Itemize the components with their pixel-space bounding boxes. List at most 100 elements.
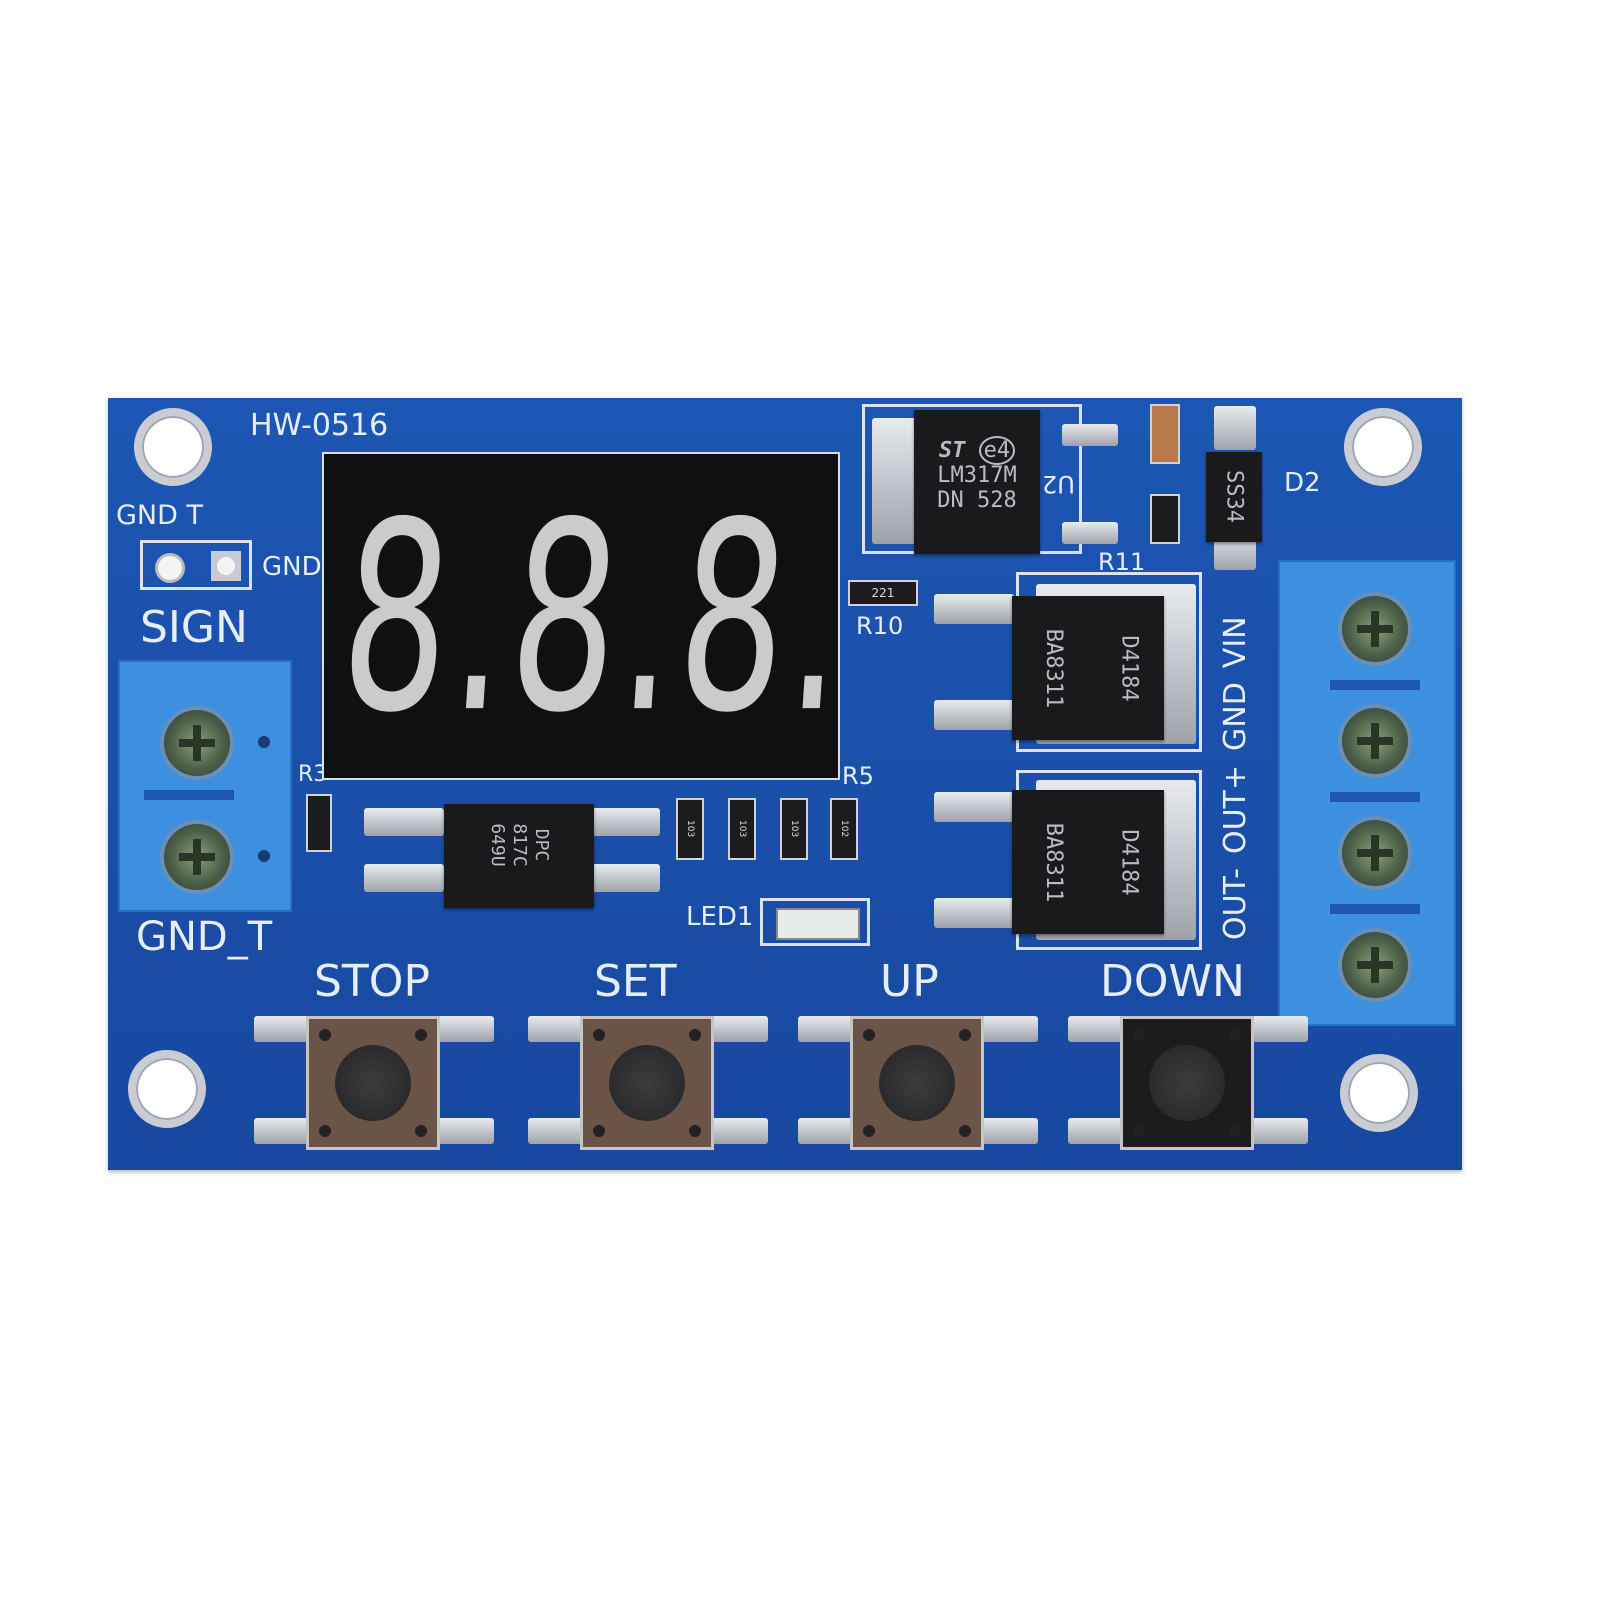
r11-label: R11 [1098,548,1146,576]
vin-label: VIN [1218,616,1253,669]
out-plus-label: OUT+ [1218,764,1253,855]
gnd-header-label: GND [262,552,322,582]
terminal-screw-vin [1338,592,1412,666]
e4-mark: e4 [978,436,1016,465]
button-corner-dot [1229,1125,1241,1137]
button-cap [879,1045,955,1121]
out-minus-label: OUT- [1218,868,1253,940]
up-label: UP [880,956,939,1007]
display-digits: 8.8.8. [332,466,840,771]
button-corner-dot [959,1029,971,1041]
opto-marking: DPC [531,828,552,862]
terminal-screw-gnd [1338,704,1412,778]
mosfet-marking: D4184 [1116,634,1142,702]
capacitor [1150,404,1180,464]
button-corner-dot [863,1029,875,1041]
mosfet-marking: BA8311 [1040,822,1066,902]
button-corner-dot [593,1125,605,1137]
button-corner-dot [415,1125,427,1137]
opto-pin [364,808,444,836]
gnd-label: GND [1218,682,1253,751]
button-pad [254,1016,310,1042]
mosfet-marking: D4184 [1116,828,1142,896]
down-label: DOWN [1100,956,1245,1007]
button-pad [1068,1118,1124,1144]
diode-marking: SS34 [1221,470,1247,523]
seven-segment-display: 8.8.8. [322,452,840,780]
button-pad [712,1118,768,1144]
resistor: 103 [728,798,756,860]
mosfet-pin [934,700,1014,730]
button-corner-dot [1133,1125,1145,1137]
down-button [1120,1016,1254,1150]
optocoupler-817c: DPC 817C 649U [444,804,594,908]
terminal-screw-out-minus [1338,928,1412,1002]
stop-label: STOP [314,956,430,1007]
gnd-t-header-label: GND T [116,500,203,531]
regulator-part-number: LM317M [937,463,1017,488]
mounting-hole [1344,408,1422,486]
button-corner-dot [1229,1029,1241,1041]
resistor: 103 [780,798,808,860]
opto-marking: 817C [509,823,530,867]
button-pad [1252,1016,1308,1042]
mounting-hole [1340,1054,1418,1132]
regulator-tab [872,418,922,544]
opto-pin [586,864,660,892]
button-pad [1068,1016,1124,1042]
led1-outline [760,898,870,946]
led1-label: LED1 [686,902,754,932]
opto-pin [586,808,660,836]
button-pad [1252,1118,1308,1144]
model-label: HW-0516 [250,408,389,443]
regulator-lm317m: ST e4 LM317M DN 528 [914,410,1040,554]
r10-label: R10 [856,612,904,640]
button-corner-dot [319,1029,331,1041]
button-corner-dot [593,1029,605,1041]
button-corner-dot [689,1029,701,1041]
button-corner-dot [863,1125,875,1137]
diode-pad [1214,406,1256,450]
mosfet-pin [934,898,1014,928]
button-cap [609,1045,685,1121]
regulator-date-code: DN 528 [937,488,1017,513]
mosfet-2: BA8311 D4184 [1012,790,1164,934]
button-pad [254,1118,310,1144]
button-pad [798,1118,854,1144]
header-pin [211,551,241,581]
mosfet-marking: BA8311 [1040,628,1066,708]
diode-ss34: SS34 [1206,452,1262,542]
mounting-hole [134,408,212,486]
terminal-screw [160,820,234,894]
set-label: SET [594,956,677,1007]
up-button [850,1016,984,1150]
regulator-pin [1062,522,1118,544]
opto-marking: 649U [487,823,508,867]
resistor-r10: 221 [848,580,918,606]
button-corner-dot [415,1029,427,1041]
button-pad [798,1016,854,1042]
resistor-r5: 102 [830,798,858,860]
button-corner-dot [319,1125,331,1137]
st-logo: ST [938,438,966,463]
signal-header [140,540,252,590]
button-pad [528,1118,584,1144]
terminal-screw [160,706,234,780]
mounting-hole [128,1050,206,1128]
button-cap [1149,1045,1225,1121]
opto-pin [364,864,444,892]
power-terminal-block [1278,560,1456,1026]
resistor [1150,494,1180,544]
signal-terminal-block [118,660,292,912]
stop-button [306,1016,440,1150]
r5-label: R5 [842,762,874,790]
terminal-screw-out-plus [1338,816,1412,890]
mosfet-1: BA8311 D4184 [1012,596,1164,740]
gnd-t-label: GND_T [136,914,273,960]
button-pad [438,1016,494,1042]
mosfet-pin [934,594,1014,624]
regulator-pin [1062,424,1118,446]
button-pad [982,1118,1038,1144]
button-corner-dot [689,1125,701,1137]
button-corner-dot [1133,1029,1145,1041]
